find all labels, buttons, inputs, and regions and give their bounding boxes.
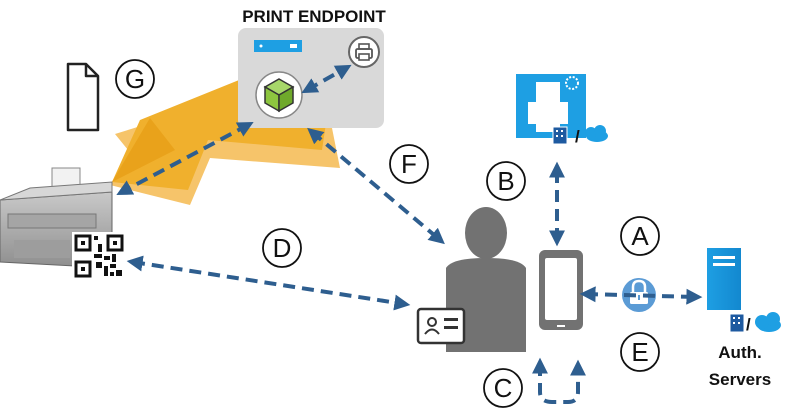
auth-servers-label-line1: Auth. <box>718 343 761 362</box>
svg-text:A: A <box>631 221 649 251</box>
step-a: A <box>620 216 660 256</box>
smartphone-icon <box>539 250 583 330</box>
building-icon <box>729 313 745 333</box>
step-c: C <box>483 368 523 408</box>
endpoint-cube-icon <box>255 71 303 119</box>
slash-separator: / <box>746 315 751 334</box>
svg-text:G: G <box>125 64 145 94</box>
print-endpoint-server-bar <box>254 40 302 52</box>
svg-text:D: D <box>273 233 292 263</box>
svg-text:F: F <box>401 149 417 179</box>
arrow-loop-c <box>532 357 586 404</box>
print-server-icon <box>516 74 586 138</box>
arrow-printer-to-badge <box>126 255 411 311</box>
printer-icon <box>348 36 380 68</box>
dashed-arrows <box>116 64 703 404</box>
badge-icon <box>416 307 466 345</box>
slash-separator: / <box>575 127 580 146</box>
step-f: F <box>389 144 429 184</box>
document-icon <box>66 62 100 132</box>
svg-text:B: B <box>497 166 514 196</box>
arrow-endpoint-to-person <box>307 127 445 245</box>
cloud-icon <box>585 125 608 142</box>
step-d: D <box>262 228 302 268</box>
building-icon <box>552 126 568 145</box>
step-e: E <box>620 332 660 372</box>
arrow-endpoint-to-printer <box>116 121 254 196</box>
qr-code-icon <box>72 232 126 280</box>
step-g: G <box>115 59 155 99</box>
auth-servers-label-line2: Servers <box>709 370 771 389</box>
arrow-cube-to-printer-icon <box>301 64 352 94</box>
step-b: B <box>486 161 526 201</box>
svg-text:E: E <box>631 337 648 367</box>
print-endpoint-panel <box>238 28 384 128</box>
server-icon <box>707 248 741 310</box>
print-endpoint-title: PRINT ENDPOINT <box>242 7 386 26</box>
svg-text:C: C <box>494 373 513 403</box>
person-icon <box>446 207 526 352</box>
cloud-icon <box>755 312 781 332</box>
